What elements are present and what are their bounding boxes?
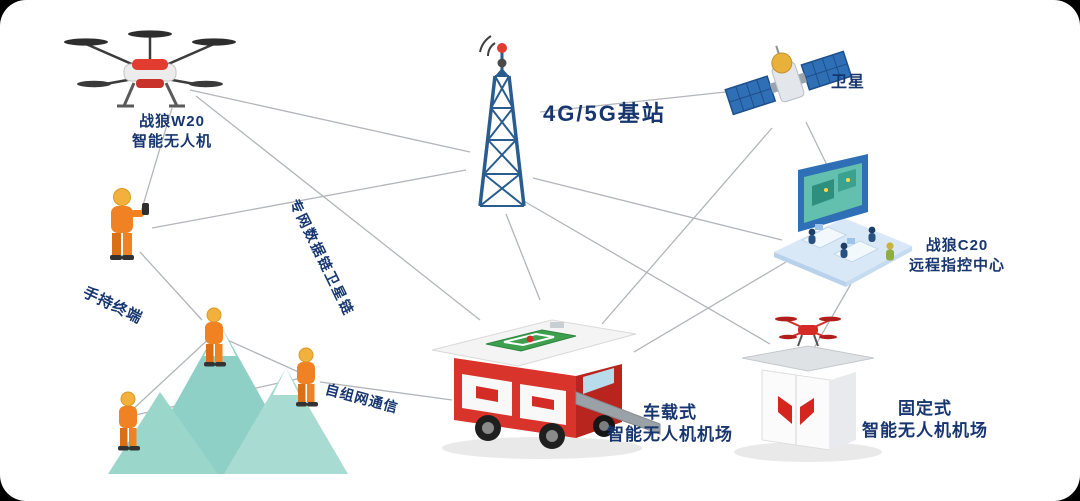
command-center-label-line2: 远程指控中心 — [908, 256, 1005, 274]
control-room-icon — [774, 154, 912, 287]
rescuer-3-illustration — [108, 390, 152, 461]
truck-drone-airport-icon — [431, 319, 661, 459]
satellite-illustration — [724, 28, 853, 141]
vehicle-station-label: 车载式 智能无人机机场 — [590, 402, 750, 446]
base-station-label: 4G/5G基站 — [543, 101, 666, 126]
drone-w20-label: 战狼W20 智能无人机 — [92, 112, 252, 151]
drone-w20-label-line1: 战狼W20 — [139, 113, 205, 130]
fixed-station-illustration — [726, 296, 890, 473]
vehicle-station-illustration — [424, 278, 664, 471]
command-center-illustration — [768, 146, 916, 293]
mountains-icon — [108, 324, 348, 474]
lattice-tower-icon — [478, 35, 526, 207]
rescuer-icon — [296, 347, 318, 407]
rescuer-handheld-icon — [110, 188, 149, 260]
fixed-station-label: 固定式 智能无人机机场 — [845, 398, 1005, 442]
vehicle-station-label-line2: 智能无人机机场 — [607, 425, 733, 445]
command-center-label-line1: 战狼C20 — [925, 237, 989, 254]
drone-w20-illustration — [60, 20, 240, 125]
base-station-illustration — [450, 32, 554, 219]
satellite-label: 卫星 — [831, 74, 866, 91]
rescuer-icon — [204, 307, 226, 367]
satellite-icon — [724, 45, 853, 116]
rescuer-2-illustration — [286, 346, 330, 417]
rescuer-icon — [118, 391, 140, 451]
mountain-scene-illustration — [108, 296, 348, 483]
fixed-station-label-line2: 智能无人机机场 — [862, 421, 988, 441]
fixed-drone-airport-icon — [734, 316, 882, 462]
hexacopter-drone-icon — [64, 30, 236, 108]
fixed-station-label-line1: 固定式 — [898, 399, 952, 418]
rescuer-1-illustration — [194, 306, 238, 377]
drone-w20-label-line2: 智能无人机 — [131, 132, 212, 150]
vehicle-station-label-line1: 车载式 — [643, 403, 697, 422]
handheld-terminal-illustration — [98, 186, 154, 277]
command-center-label: 战狼C20 远程指控中心 — [877, 236, 1037, 275]
